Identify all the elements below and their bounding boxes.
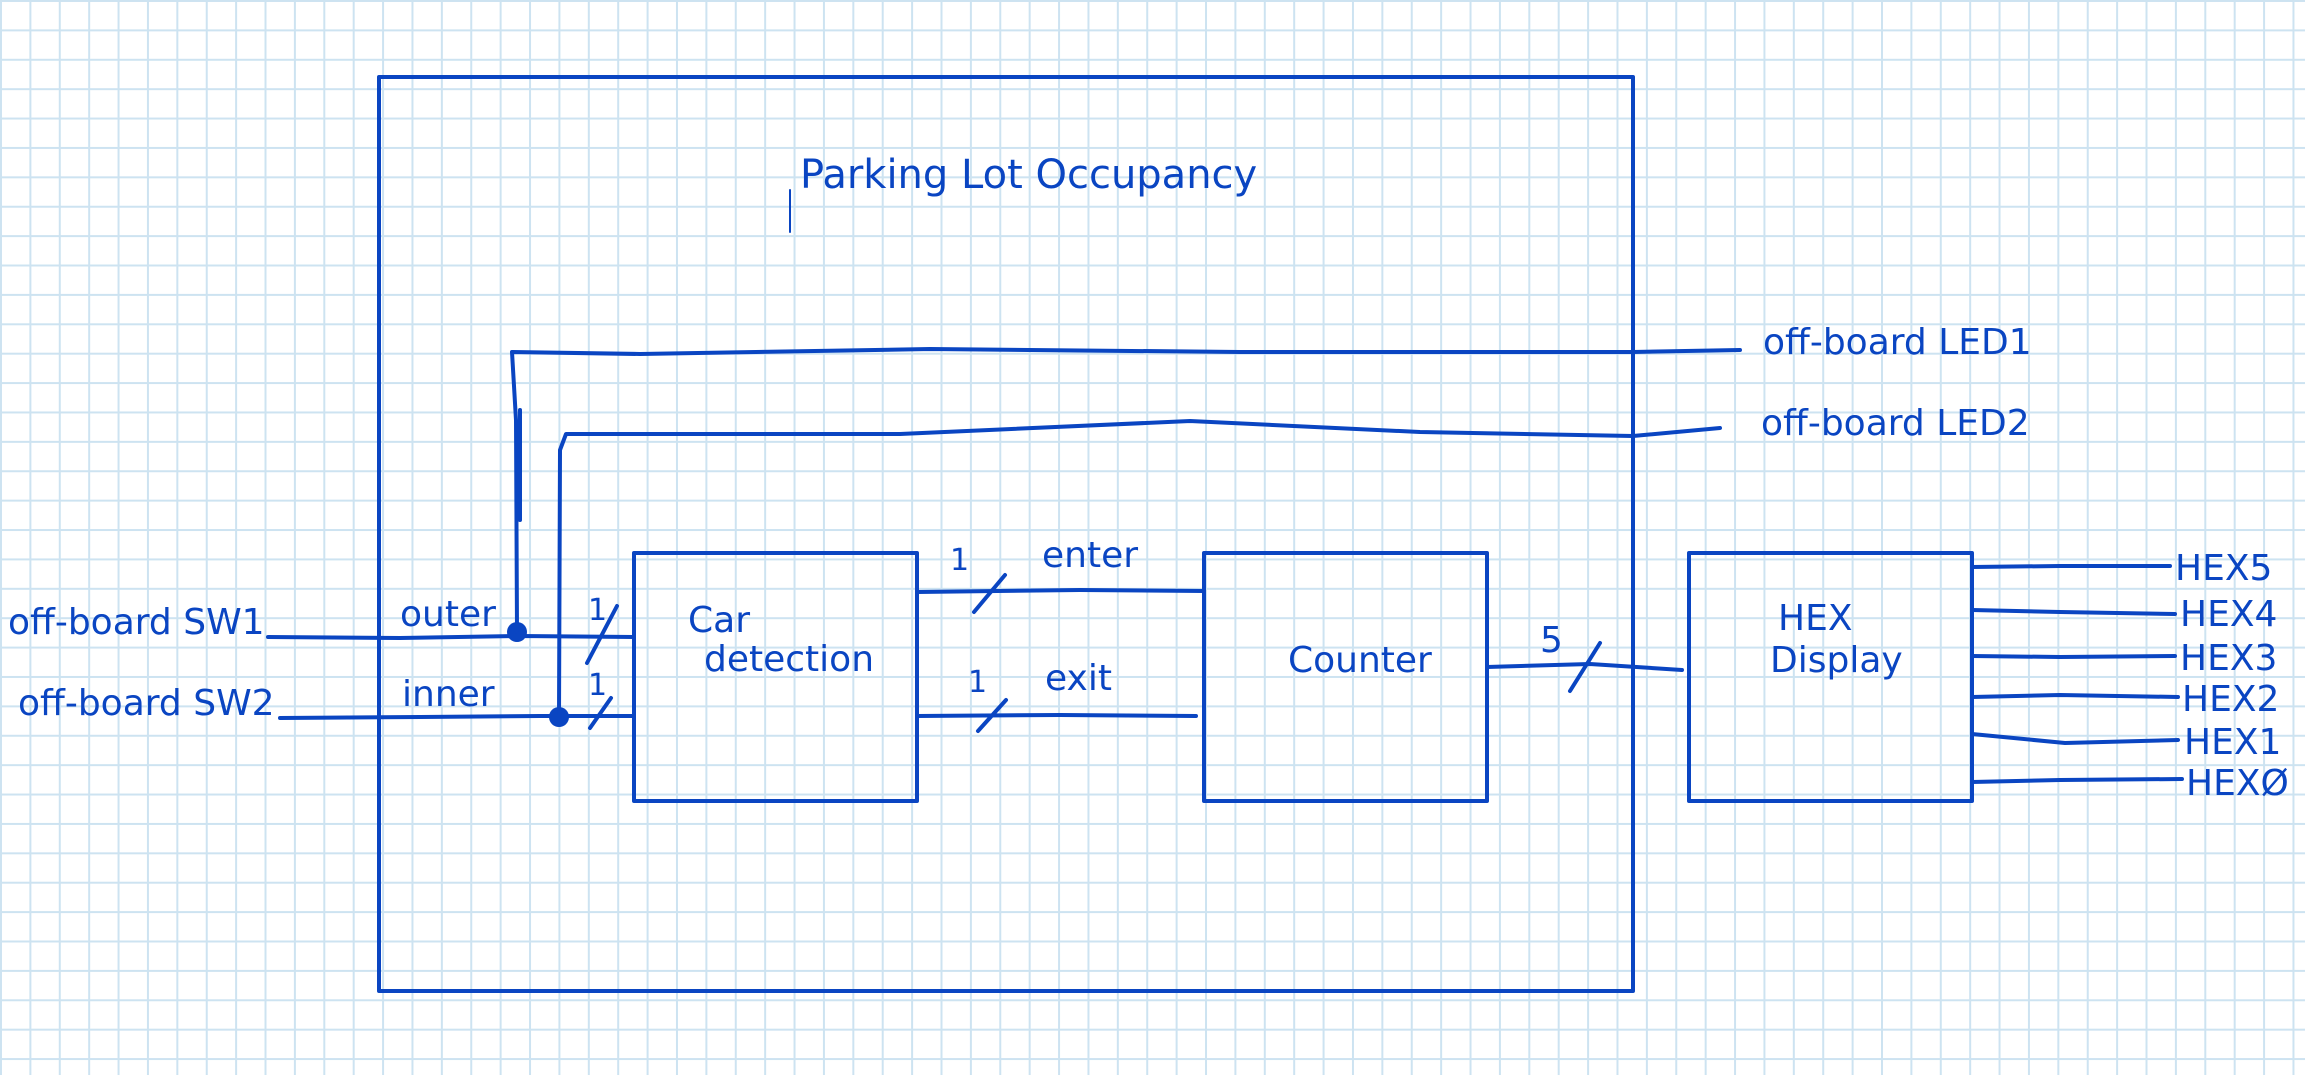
enter-wire bbox=[915, 588, 1206, 594]
outer-label: outer bbox=[400, 594, 496, 635]
inner-width-label: 1 bbox=[588, 668, 607, 703]
hex1-wire bbox=[1970, 732, 2180, 745]
count-width-label: 5 bbox=[1540, 620, 1563, 661]
hex3-label: HEX3 bbox=[2180, 638, 2277, 679]
hex-display-label-line2: Display bbox=[1770, 640, 1903, 681]
hex5-wire bbox=[1970, 564, 2172, 569]
hex5-label: HEX5 bbox=[2175, 548, 2272, 589]
led1-wire bbox=[510, 347, 1742, 634]
enter-width-slash bbox=[972, 573, 1007, 614]
hex0-label: HEXØ bbox=[2186, 763, 2289, 804]
hex3-wire bbox=[1970, 654, 2177, 659]
counter-block bbox=[1202, 551, 1489, 803]
enter-label: enter bbox=[1042, 535, 1138, 576]
counter-label: Counter bbox=[1288, 640, 1432, 681]
exit-wire bbox=[915, 713, 1198, 718]
exit-width-slash bbox=[976, 698, 1008, 733]
exit-label: exit bbox=[1045, 658, 1112, 699]
diagram-title: Parking Lot Occupancy bbox=[800, 152, 1257, 198]
sw1-wire bbox=[266, 634, 636, 640]
count-bus-wire bbox=[1485, 662, 1684, 672]
hex0-wire bbox=[1970, 777, 2184, 784]
hex4-label: HEX4 bbox=[2180, 594, 2277, 635]
hex1-label: HEX1 bbox=[2184, 722, 2281, 763]
count-width-slash bbox=[1568, 641, 1602, 693]
top-module-box bbox=[377, 75, 1635, 993]
sw2-label: off-board SW2 bbox=[18, 683, 275, 724]
hex-display-block bbox=[1687, 551, 1974, 803]
car-detection-label-line1: Car bbox=[688, 600, 750, 641]
hex2-label: HEX2 bbox=[2182, 679, 2279, 720]
hex4-wire bbox=[1970, 608, 2177, 616]
hex-display-label-line1: HEX bbox=[1778, 598, 1852, 639]
exit-width-label: 1 bbox=[968, 665, 987, 700]
led1-label: off-board LED1 bbox=[1763, 322, 2032, 363]
led2-wire bbox=[557, 419, 1722, 719]
car-detection-block bbox=[632, 551, 919, 803]
outer-width-slash bbox=[585, 604, 619, 665]
sw1-label: off-board SW1 bbox=[8, 602, 265, 643]
inner-label: inner bbox=[402, 674, 495, 715]
enter-width-label: 1 bbox=[950, 543, 969, 578]
hex2-wire bbox=[1970, 693, 2180, 699]
inner-width-slash bbox=[588, 696, 613, 730]
sw2-wire bbox=[278, 714, 636, 720]
led2-label: off-board LED2 bbox=[1761, 403, 2030, 444]
car-detection-label-line2: detection bbox=[704, 639, 874, 680]
outer-width-label: 1 bbox=[588, 593, 607, 628]
